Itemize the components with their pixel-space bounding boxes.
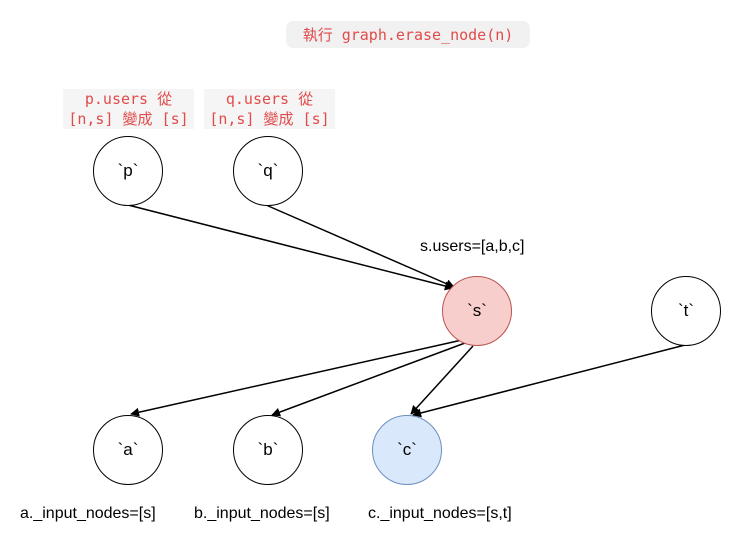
node-t: `t` [651,276,721,346]
label-c-input-nodes: c._input_nodes=[s,t] [368,505,512,522]
edge-s-a [130,339,463,417]
edge-s-c [410,345,474,415]
note-p-users: p.users 從 [n,s] 變成 [s] [63,89,194,129]
label-s-users: s.users=[a,b,c] [420,238,525,255]
node-q: `q` [233,136,303,206]
node-b: `b` [233,415,303,485]
node-s: `s` [442,276,512,346]
edge-s-b [271,342,466,417]
edge-q-s [265,204,455,288]
diagram-title: 執行 graph.erase_node(n) [286,21,530,48]
node-a: `a` [93,415,163,485]
note-q-users: q.users 從 [n,s] 變成 [s] [204,89,335,129]
node-c: `c` [372,415,442,485]
label-b-input-nodes: b._input_nodes=[s] [194,505,330,522]
edge-p-s [127,204,454,291]
label-a-input-nodes: a._input_nodes=[s] [20,505,156,522]
edge-t-c [412,344,686,418]
node-p: `p` [93,136,163,206]
